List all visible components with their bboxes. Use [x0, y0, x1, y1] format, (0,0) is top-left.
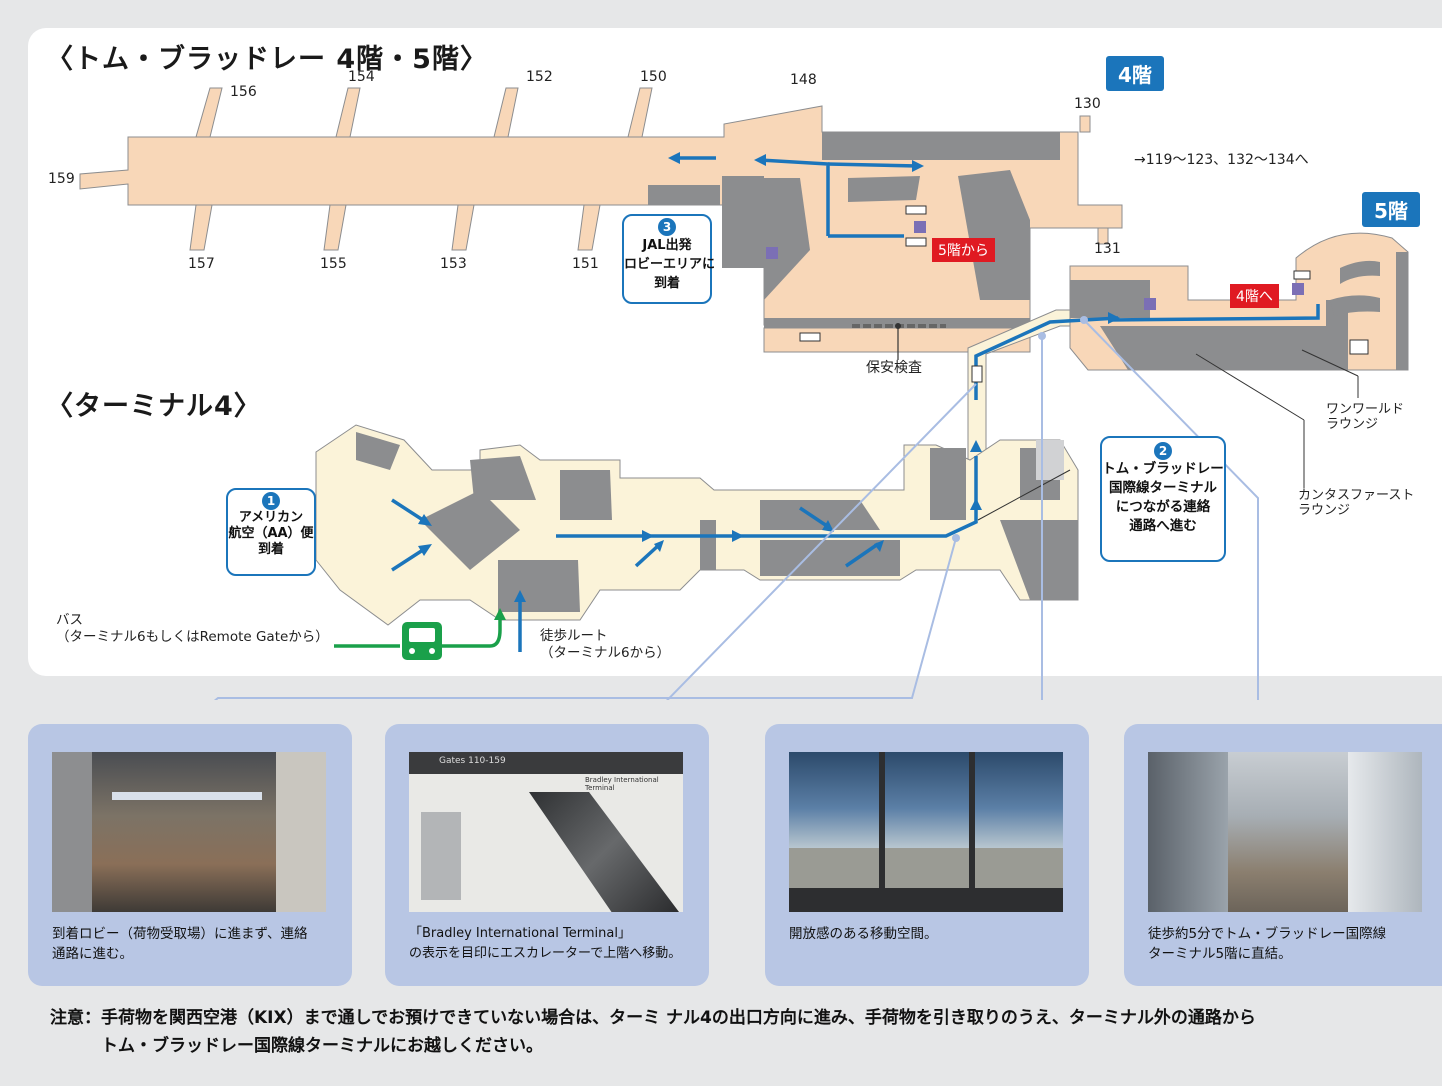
photo-connecting-corridor: [1148, 752, 1422, 912]
gate-label: 153: [440, 256, 467, 272]
gate-label: 157: [188, 256, 215, 272]
caution-note: 注意：手荷物を関西空港（KIX）まで通しでお預けできていない場合は、ターミ ナル…: [50, 1008, 1256, 1056]
bradley-5f-gray: [1070, 252, 1408, 370]
escalator-icons: [799, 205, 1369, 383]
floor-badge-5: 5階: [1362, 192, 1420, 227]
gate-label: 151: [572, 256, 599, 272]
step-text: JAL出発 ロビーエリアに 到着: [624, 238, 716, 291]
caption-2: 「Bradley International Terminal」 の表示を目印に…: [409, 926, 682, 961]
step-3-box: 3 JAL出発 ロビーエリアに 到着: [622, 214, 716, 304]
bus-icon: [402, 622, 442, 660]
photo-card-1: 到着ロビー（荷物受取場）に進まず、連絡 通路に進む。: [28, 724, 352, 986]
photo-escalator: Gates 110-159 Bradley International Term…: [409, 752, 683, 912]
gate-label: 159: [48, 171, 75, 187]
gate-label: 130: [1074, 96, 1101, 112]
photo-connectors: [213, 319, 1259, 700]
photo-card-4: 徒歩約5分でトム・ブラッドレー国際線 ターミナル5階に直結。: [1124, 724, 1442, 986]
step-1-box: 1 アメリカン 航空（AA）便 到着: [226, 488, 316, 576]
photo-card-2: Gates 110-159 Bradley International Term…: [385, 724, 709, 986]
caption-1: 到着ロビー（荷物受取場）に進まず、連絡 通路に進む。: [52, 926, 308, 962]
floor-badge-4: 4階: [1106, 56, 1164, 91]
to-other-gates-label: →119～123、132～134へ: [1134, 152, 1309, 168]
caption-4: 徒歩約5分でトム・ブラッドレー国際線 ターミナル5階に直結。: [1148, 926, 1387, 962]
gate-label: 148: [790, 72, 817, 88]
terminal4-title: 〈ターミナル4〉: [46, 391, 262, 422]
step-text: アメリカン 航空（AA）便 到着: [228, 510, 314, 557]
to-4f-tag: 4階へ: [1230, 284, 1279, 308]
bus-label: バス （ターミナル6もしくはRemote Gateから）: [56, 612, 329, 645]
photo-sign-gates: Gates 110-159: [439, 756, 506, 766]
gate-label: 156: [230, 84, 257, 100]
oneworld-lounge-label: ワンワールド ラウンジ: [1326, 402, 1405, 432]
step-text: トム・ブラッドレー 国際線ターミナル につながる連絡 通路へ進む: [1102, 461, 1224, 534]
gate-label: 154: [348, 69, 375, 85]
route-arrowheads: [418, 152, 1120, 602]
caption-3: 開放感のある移動空間。: [789, 926, 938, 942]
gate-label: 155: [320, 256, 347, 272]
security-label: 保安検査: [866, 360, 922, 376]
from-5f-tag: 5階から: [932, 238, 995, 262]
photo-walkway-windows: [789, 752, 1063, 912]
gate-label: 150: [640, 69, 667, 85]
gate-label: 131: [1094, 241, 1121, 257]
floor-map: [79, 87, 1409, 700]
step-number: 1: [262, 492, 280, 510]
photo-arrival-corridor: [52, 752, 326, 912]
step-2-box: 2 トム・ブラッドレー 国際線ターミナル につながる連絡 通路へ進む: [1100, 436, 1226, 562]
photo-card-3: 開放感のある移動空間。: [765, 724, 1089, 986]
qantas-lounge-label: カンタスファースト ラウンジ: [1298, 488, 1415, 518]
walk-route-label: 徒歩ルート （ターミナル6から）: [540, 628, 671, 661]
step-number: 2: [1154, 442, 1172, 460]
photo-sign-bradley: Bradley International Terminal: [585, 776, 659, 792]
gate-label: 152: [526, 69, 553, 85]
bradley-gray-blocks: [648, 132, 1060, 328]
elevator-icons: [766, 221, 1304, 310]
step-number: 3: [658, 218, 676, 236]
bradley-concourse: [79, 87, 1123, 326]
bradley-title: 〈トム・ブラッドレー 4階・5階〉: [46, 44, 488, 75]
